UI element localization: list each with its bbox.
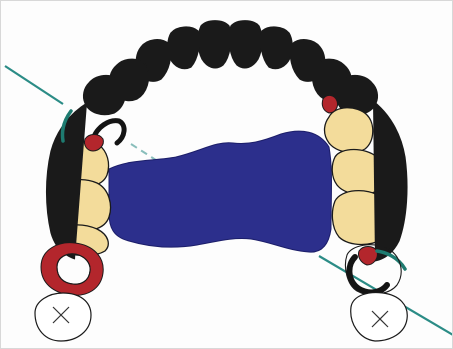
right-arch-contour <box>373 101 407 261</box>
missing-teeth <box>35 293 407 341</box>
tooth-incisor-right-central <box>229 21 262 68</box>
tooth-incisor-right-lateral <box>261 27 292 68</box>
tooth-right-upper-abutment <box>325 108 373 153</box>
acrylic-base-plate <box>109 131 332 252</box>
tooth-incisor-left-central <box>198 21 231 68</box>
right-clasp-red-rest-upper <box>322 95 337 113</box>
missing-tooth-right-outline <box>351 293 408 341</box>
tooth-premolar-left-2 <box>84 76 126 115</box>
tooth-incisor-left-lateral <box>168 27 199 68</box>
right-clasp-red-rest-lower <box>358 247 377 266</box>
left-ring-clasp <box>41 243 103 296</box>
